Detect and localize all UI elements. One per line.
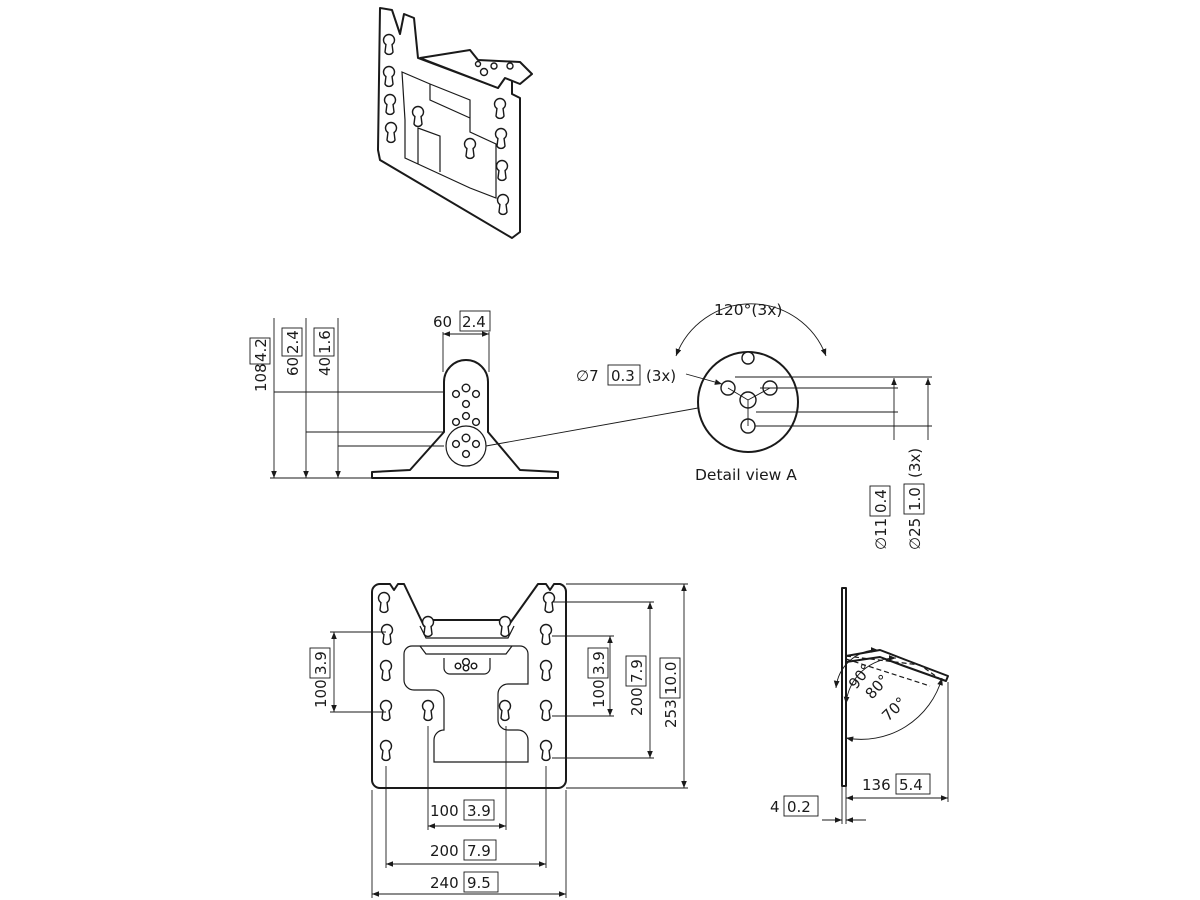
profile-view: 90° 80° 70° 136 5.4 4 0.2	[770, 587, 949, 824]
profile-thickness-inch: 0.2	[787, 798, 811, 816]
side-height-b-label: 60	[284, 357, 302, 376]
front-inner-right-label: 100	[590, 679, 608, 708]
front-bottom-mid-inch: 7.9	[467, 842, 491, 860]
side-view: 60 2.4 108 4.2 60 2.4 40 1.6	[249, 310, 699, 479]
detail-hole-dia-label: ∅7	[576, 367, 599, 385]
front-mid-right-inch: 7.9	[628, 659, 646, 683]
detail-hole-dia-box	[607, 364, 641, 386]
profile-depth-box	[895, 773, 931, 795]
detail-dia25-suffix: (3x)	[906, 448, 924, 478]
detail-caption: Detail view A	[695, 466, 797, 484]
side-height-b-inch: 2.4	[284, 330, 302, 354]
side-height-a-label: 108	[252, 363, 270, 392]
side-width-label: 60	[433, 313, 452, 331]
side-height-c-inch: 1.6	[316, 330, 334, 354]
front-inner-right-inch: 3.9	[590, 651, 608, 675]
detail-dia25-label: ∅25	[906, 518, 924, 550]
front-bottom-small-box	[463, 799, 495, 821]
front-bottom-mid-box	[463, 839, 497, 861]
front-bottom-small-inch: 3.9	[467, 802, 491, 820]
front-mid-right-box	[625, 655, 647, 687]
profile-thickness-box	[783, 795, 819, 817]
side-height-c-label: 40	[316, 357, 334, 376]
front-outer-right-inch: 10.0	[662, 662, 680, 695]
profile-depth-label: 136	[862, 776, 891, 794]
detail-dia11-inch: 0.4	[872, 489, 890, 513]
detail-hole-dia-inch: 0.3	[611, 367, 635, 385]
profile-thickness-label: 4	[770, 798, 780, 816]
side-width-in-box	[459, 310, 491, 332]
front-bottom-total-box	[463, 871, 499, 893]
front-bottom-mid-label: 200	[430, 842, 459, 860]
detail-hole-dia-suffix: (3x)	[646, 367, 676, 385]
side-width-inch: 2.4	[462, 313, 486, 331]
front-outer-right-label: 253	[662, 699, 680, 728]
front-bottom-small-label: 100	[430, 802, 459, 820]
side-height-c-box	[313, 327, 335, 357]
side-height-a-inch: 4.2	[252, 338, 270, 362]
detail-view-a: 120°(3x) ∅7 0.3 (3x) Detail view A ∅11 0…	[576, 301, 932, 550]
side-height-b-box	[281, 327, 303, 357]
front-bottom-total-label: 240	[430, 874, 459, 892]
detail-dia25-box	[903, 483, 925, 515]
profile-angle-70: 70°	[878, 693, 910, 724]
front-bottom-total-inch: 9.5	[467, 874, 491, 892]
detail-dia11-label: ∅11	[872, 518, 890, 550]
detail-angle-label: 120°(3x)	[714, 301, 782, 319]
front-left-label: 100	[312, 679, 330, 708]
front-view: 100 3.9 100 3.9 200 7.9 253 10.0	[309, 583, 688, 898]
side-height-a-box	[249, 337, 271, 365]
front-left-box	[309, 647, 331, 679]
detail-dia25-inch: 1.0	[906, 487, 924, 511]
profile-depth-inch: 5.4	[899, 776, 923, 794]
front-mid-right-label: 200	[628, 687, 646, 716]
front-outer-right-box	[659, 657, 681, 699]
front-inner-right-box	[587, 647, 609, 679]
isometric-view	[377, 7, 533, 239]
front-left-inch: 3.9	[312, 651, 330, 675]
detail-dia11-box	[869, 485, 891, 517]
